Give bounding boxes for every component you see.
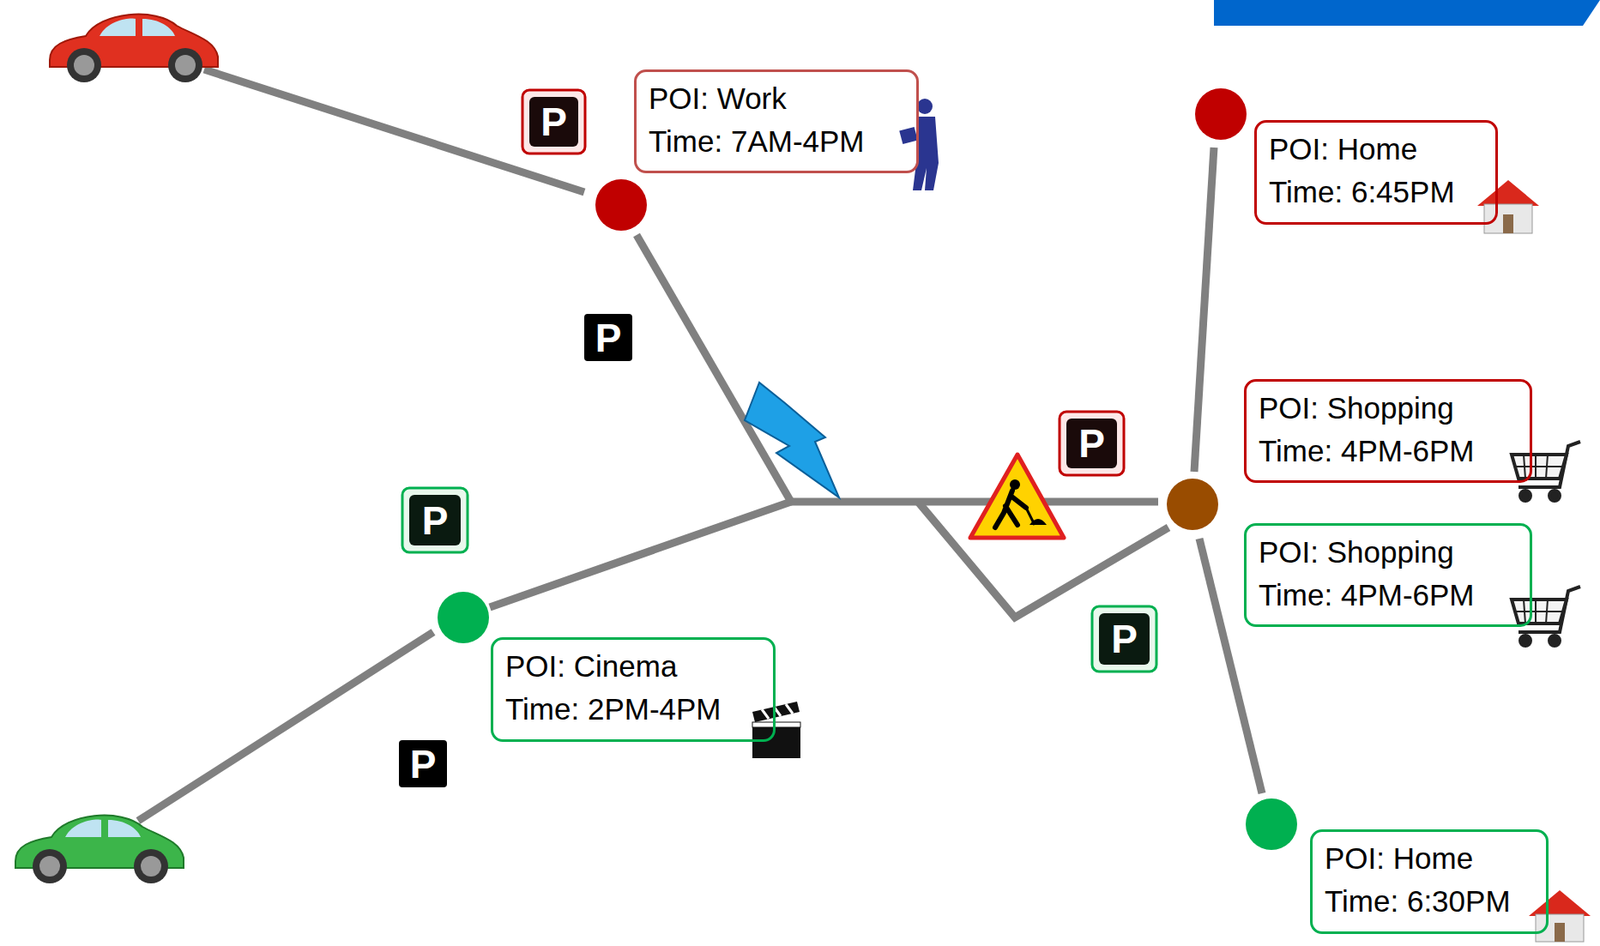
location-dot: [437, 591, 490, 644]
poi-time: Time: 4PM-6PM: [1258, 573, 1518, 617]
cart-icon: [1511, 586, 1581, 647]
poi-name: POI: Cinema: [505, 645, 761, 689]
green-car: [15, 815, 184, 884]
house-icon: [1477, 180, 1540, 234]
parking-letter: P: [529, 102, 579, 142]
roadwork-sign: [970, 454, 1064, 538]
poi-box: POI: HomeTime: 6:30PM: [1310, 829, 1549, 935]
incident-icon: [744, 382, 840, 498]
location-dot: [595, 179, 647, 231]
parking-letter: P: [584, 318, 633, 358]
poi-name: POI: Home: [1268, 127, 1484, 171]
poi-box: POI: WorkTime: 7AM-4PM: [633, 69, 919, 174]
location-dot: [1195, 88, 1247, 140]
poi-name: POI: Shopping: [1258, 386, 1518, 430]
poi-box: POI: HomeTime: 6:45PM: [1254, 120, 1498, 225]
poi-time: Time: 6:30PM: [1324, 880, 1534, 924]
poi-name: POI: Home: [1324, 837, 1534, 881]
worker-figure: [899, 98, 939, 191]
clapperboard-icon: [752, 701, 801, 759]
cart-icon: [1511, 441, 1581, 502]
parking-letter: P: [398, 744, 447, 785]
house-icon: [1528, 890, 1591, 942]
red-car: [49, 14, 218, 83]
location-dot: [1245, 798, 1298, 851]
poi-time: Time: 6:45PM: [1268, 170, 1484, 214]
parking-letter: P: [409, 501, 461, 541]
poi-name: POI: Work: [648, 77, 905, 121]
poi-box: POI: ShoppingTime: 4PM-6PM: [1243, 523, 1533, 628]
poi-time: Time: 7AM-4PM: [648, 120, 905, 164]
poi-time: Time: 4PM-6PM: [1258, 429, 1518, 473]
parking-letter: P: [1098, 619, 1150, 659]
parking-letter: P: [1066, 423, 1117, 464]
road-network: [138, 69, 1262, 822]
poi-time: Time: 2PM-4PM: [505, 688, 761, 731]
parking-signs: [398, 90, 1157, 788]
poi-box: POI: CinemaTime: 2PM-4PM: [490, 637, 776, 743]
location-dot: [1166, 478, 1219, 531]
poi-name: POI: Shopping: [1258, 531, 1518, 574]
header-bar: [1213, 0, 1600, 26]
poi-box: POI: ShoppingTime: 4PM-6PM: [1243, 379, 1533, 484]
